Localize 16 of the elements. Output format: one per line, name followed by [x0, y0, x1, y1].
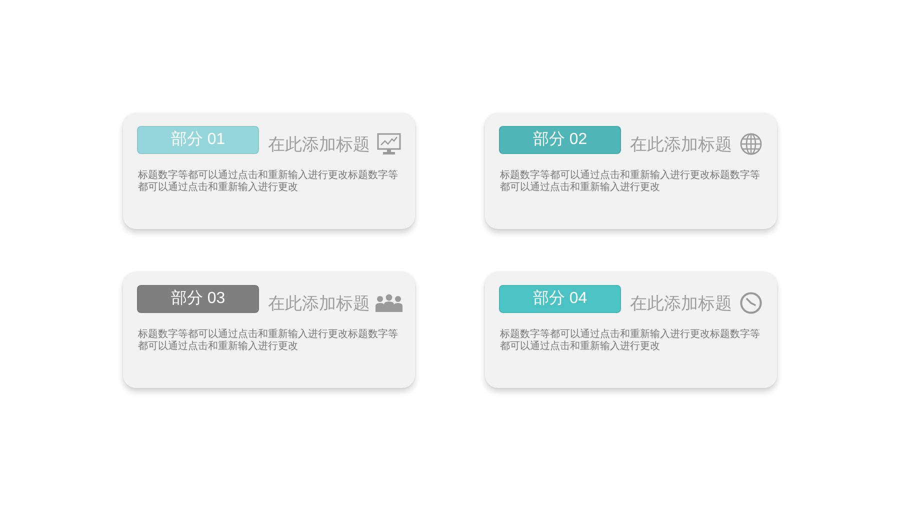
card: [485, 272, 777, 388]
card: [485, 113, 777, 229]
card-title: 在此添加标题: [268, 134, 370, 156]
card: [123, 272, 415, 388]
card-text: 标题数字等都可以通过点击和重新输入进行更改标题数字等都可以通过点击和重新输入进行更改: [138, 170, 399, 194]
card: [123, 113, 415, 229]
section-tag: 部分 02: [499, 126, 621, 154]
card-title: 在此添加标题: [630, 293, 732, 315]
section-tag: 部分 04: [499, 285, 621, 313]
card-title: 在此添加标题: [268, 293, 370, 315]
card-text: 标题数字等都可以通过点击和重新输入进行更改标题数字等都可以通过点击和重新输入进行更改: [500, 170, 761, 194]
card-text: 标题数字等都可以通过点击和重新输入进行更改标题数字等都可以通过点击和重新输入进行更改: [500, 329, 761, 353]
section-tag: 部分 03: [137, 285, 259, 313]
section-tag: 部分 01: [137, 126, 259, 154]
card-text: 标题数字等都可以通过点击和重新输入进行更改标题数字等都可以通过点击和重新输入进行更改: [138, 329, 399, 353]
card-title: 在此添加标题: [630, 134, 732, 156]
